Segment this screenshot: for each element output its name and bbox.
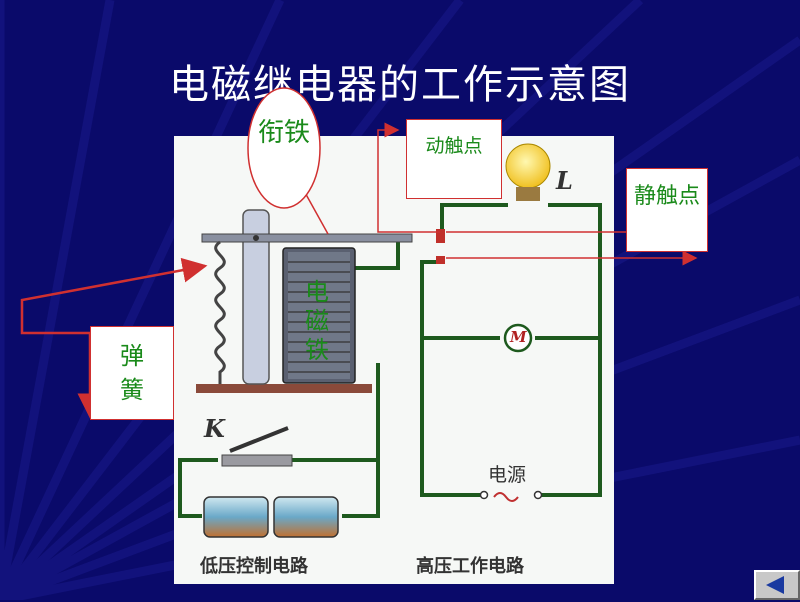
armature-callout-bubble — [247, 87, 321, 209]
electromagnet-coil — [282, 247, 356, 384]
spring — [214, 240, 226, 384]
power-terminals — [479, 490, 543, 502]
battery-icon — [203, 496, 339, 538]
high-voltage-label: 高压工作电路 — [416, 556, 524, 577]
armature-label: 衔铁 — [257, 118, 310, 148]
switch-k — [221, 426, 293, 467]
static-contact — [436, 256, 445, 264]
moving-contact-label: 动触点 — [406, 119, 502, 199]
motor-icon — [503, 323, 533, 353]
electromagnet-label: 电磁铁 — [305, 278, 329, 364]
lamp-label: L — [556, 166, 573, 195]
static-contact-label: 静触点 — [626, 168, 708, 252]
relay-post — [242, 209, 270, 385]
annotation-arrows — [297, 122, 698, 266]
power-label: 电源 — [488, 464, 527, 486]
spring-label: 弹簧 — [90, 326, 174, 420]
armature — [201, 233, 413, 243]
page-title: 电磁继电器的工作示意图 — [169, 62, 631, 108]
circuit-wires — [178, 203, 602, 518]
low-voltage-label: 低压控制电路 — [200, 556, 308, 577]
lamp-icon — [505, 143, 551, 201]
relay-base — [196, 384, 372, 393]
switch-label: K — [204, 414, 225, 443]
moving-contact — [436, 229, 445, 243]
motor-label: M — [510, 328, 527, 346]
armature-pivot — [253, 235, 259, 241]
back-button[interactable] — [754, 570, 800, 600]
back-triangle-icon — [766, 576, 784, 594]
